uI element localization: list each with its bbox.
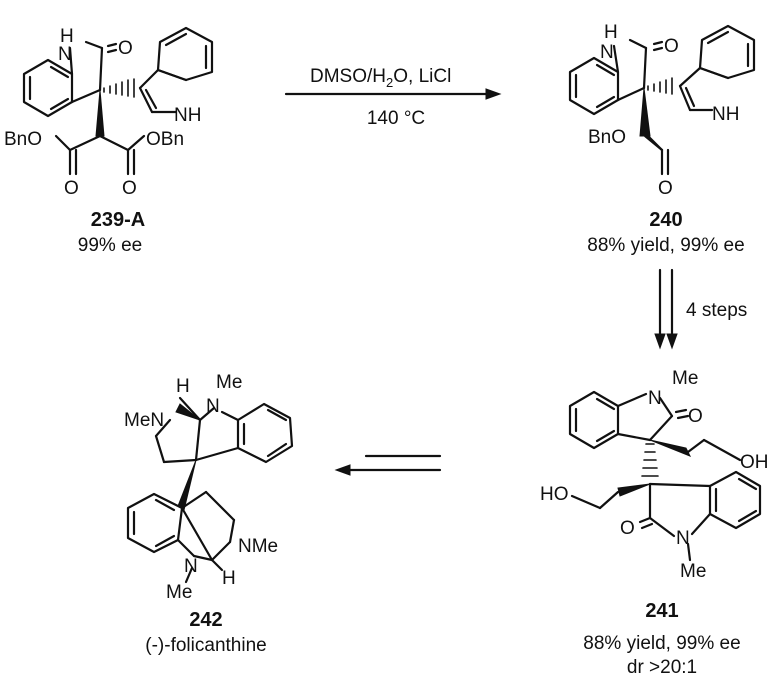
atom-o1-241: O	[688, 406, 703, 427]
atom-o1-239: O	[64, 178, 79, 199]
atom-obn-239: OBn	[146, 129, 184, 150]
compound-number-241: 241	[645, 600, 678, 622]
atom-n1-242: N	[206, 396, 220, 417]
atom-bno-239: BnO	[4, 129, 42, 150]
atom-n1-241: N	[648, 388, 662, 409]
compound-number-242: 242	[189, 609, 222, 631]
atom-o1-240: O	[658, 178, 673, 199]
atom-oh-241: OH	[740, 452, 769, 473]
conditions-steps: 4 steps	[686, 300, 747, 321]
atom-n2-241: N	[676, 528, 690, 549]
structure-242	[126, 396, 294, 584]
atom-nh-240: H	[604, 22, 618, 43]
compound-yield-240: 88% yield, 99% ee	[587, 235, 744, 256]
conditions-reagents: DMSO/H2O, LiCl	[310, 66, 451, 90]
atom-n2-242: N	[184, 556, 198, 577]
atom-n-239: N	[58, 44, 72, 65]
atom-me1-242: Me	[216, 372, 242, 393]
arrowhead-2b	[666, 333, 678, 350]
atom-bno-240: BnO	[588, 127, 626, 148]
atom-nh-239: H	[60, 26, 74, 47]
compound-ee-239-A: 99% ee	[78, 235, 142, 256]
structure-240	[568, 24, 756, 176]
compound-dr-241: dr >20:1	[627, 657, 697, 678]
atom-nme-242: NMe	[238, 536, 278, 557]
arrowhead-2a	[654, 333, 666, 350]
atom-h2-242: H	[222, 568, 236, 589]
structure-241	[568, 390, 762, 562]
compound-name-242: (-)-folicanthine	[145, 635, 266, 656]
conditions-temperature: 140 °C	[367, 108, 425, 129]
atom-o-240: O	[664, 36, 679, 57]
atom-indole-nh-239: NH	[174, 105, 201, 126]
atom-men-242: MeN	[124, 410, 164, 431]
atom-me1-241: Me	[672, 368, 698, 389]
compound-number-239-A: 239-A	[91, 209, 145, 231]
arrowhead-3	[334, 464, 351, 476]
compound-yield-241: 88% yield, 99% ee	[583, 633, 740, 654]
atom-indole-nh-240: NH	[712, 104, 739, 125]
atom-ho-241: HO	[540, 484, 569, 505]
atom-me2-242: Me	[166, 582, 192, 603]
compound-number-240: 240	[649, 209, 682, 231]
atom-me2-241: Me	[680, 561, 706, 582]
atom-o2-239: O	[122, 178, 137, 199]
atom-n-240: N	[600, 42, 614, 63]
arrowhead-1	[485, 88, 502, 100]
atom-o-239: O	[118, 38, 133, 59]
structure-239-A	[22, 26, 214, 176]
atom-o2-241: O	[620, 518, 635, 539]
atom-h1-242: H	[176, 376, 190, 397]
